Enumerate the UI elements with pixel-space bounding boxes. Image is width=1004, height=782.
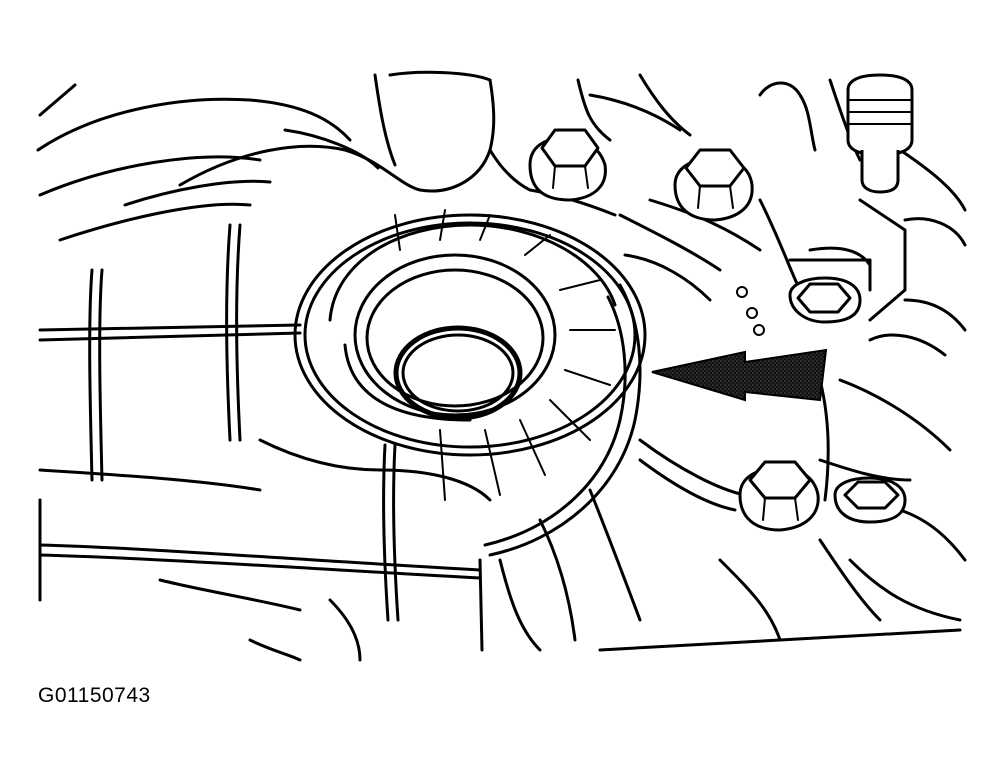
bolt-far-right [833,476,907,524]
left-pointing-arrow-icon [651,348,828,402]
bolt-side [788,276,862,324]
stud-fitting [846,73,914,194]
casting-marks [736,286,765,336]
casting-rib-grid [38,223,492,662]
lower-casting [478,298,967,652]
bolt-bottom-right [738,460,820,532]
figure-id-label: G01150743 [38,684,151,707]
bolt-top-left [528,128,607,202]
seal-retainer [293,209,647,557]
bolt-top-right [673,148,754,222]
